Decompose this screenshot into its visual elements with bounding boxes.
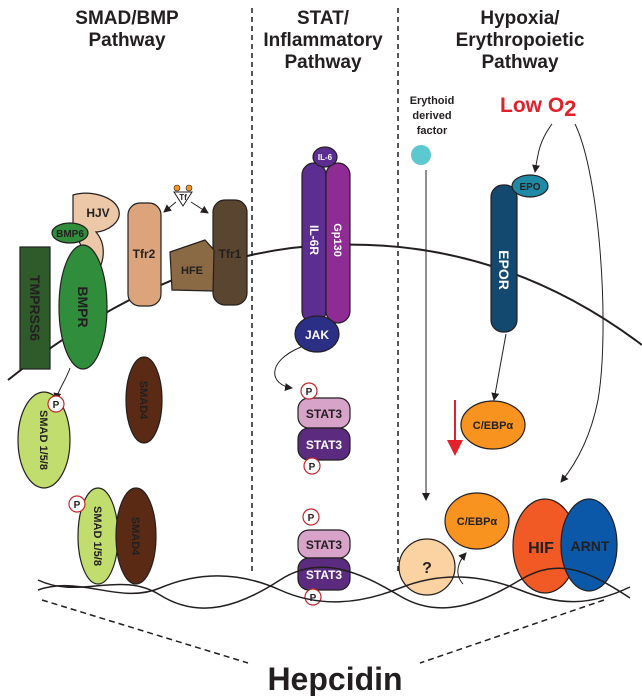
smad158-cytoplasmic-label: SMAD 1/5/8: [37, 410, 49, 470]
tfr2-receptor: [127, 202, 162, 307]
smad158-nuclear-phospho-badge: [68, 495, 86, 513]
stat3-cytoplasmic-phospho-bottom: [303, 457, 321, 475]
smad4-nuclear-label: SMAD4: [129, 517, 141, 556]
tf-to-tfr1-arrow: [190, 201, 209, 214]
stat-title-line3: Pathway: [284, 52, 362, 73]
stat-title-line1: STAT/: [297, 8, 350, 29]
bmpr-label: BMPR: [75, 286, 91, 327]
low-o2-to-epo-arrow: [532, 123, 553, 173]
dna-strand-2: [37, 566, 631, 609]
hif-label: HIF: [528, 540, 554, 557]
stat3-nuclear-bottom-label: STAT3: [306, 568, 343, 582]
smad158-nuclear-phospho-label: P: [74, 500, 81, 511]
low-o2-subscript: 2: [564, 96, 576, 121]
hfe-protein: [169, 239, 215, 292]
smad-title-line1: SMAD/BMP: [75, 8, 179, 29]
erythoid-factor-line2: derived: [412, 110, 451, 122]
unknown-factor-label: ?: [422, 560, 432, 577]
stat3-nuclear-top-label: STAT3: [306, 538, 343, 552]
stat3-cytoplasmic-bottom: [297, 427, 351, 461]
smad-title-line2: Pathway: [88, 30, 166, 51]
gp130-label: Gp130: [331, 223, 343, 257]
hjv-label: HJV: [86, 206, 109, 220]
hfe-label: HFE: [181, 265, 203, 277]
tf-iron-right: [185, 184, 193, 192]
hypoxia-title-line1: Hypoxia/: [480, 8, 560, 29]
epo-label: EPO: [519, 182, 540, 193]
erythoid-factor-line1: Erythoid: [410, 95, 455, 107]
cebpa-nuclear: [444, 492, 510, 550]
epor-to-cebpa-arrow: [491, 333, 507, 401]
jak-to-stat-arrow: [274, 346, 302, 392]
hypoxia-title-line2: Erythropoietic: [456, 30, 585, 51]
arnt-label: ARNT: [571, 538, 610, 554]
smad4-cytoplasmic-label: SMAD4: [137, 381, 149, 420]
il6-label: IL-6: [318, 153, 333, 162]
low-o2-label: Low O2: [500, 94, 576, 121]
stat3-nuclear-phospho-bottom-label: P: [310, 593, 317, 604]
stat-title-line2: Inflammatory: [263, 30, 383, 51]
tfr1-label: Tfr1: [219, 247, 242, 261]
hepcidin-label: Hepcidin: [267, 661, 402, 696]
smad158-phospho-label: P: [53, 400, 60, 411]
il6-ligand: [312, 146, 338, 168]
hepcidin-funnel-left: [41, 599, 249, 664]
hypoxia-title-line3: Pathway: [481, 52, 559, 73]
jak-kinase: [294, 315, 340, 353]
bmpr-receptor: [58, 244, 108, 370]
erythoid-factor-icon: [411, 145, 431, 165]
dna-to-cebpa-arrow: [457, 552, 467, 585]
jak-label: JAK: [305, 328, 329, 342]
tmprss6-label: TMPRSS6: [27, 275, 43, 341]
stat3-cytoplasmic-bottom-label: STAT3: [306, 438, 343, 452]
stat3-nuclear-phospho-top: [302, 508, 320, 526]
epo-ligand: [511, 174, 549, 198]
stat3-cytoplasmic-phospho-top: [300, 382, 318, 400]
tfr2-label: Tfr2: [133, 247, 156, 261]
tf-ligand: [173, 191, 193, 207]
hepcidin-funnel-right: [419, 599, 605, 664]
epor-label: EPOR: [496, 250, 512, 290]
smad158-phospho-badge: [47, 395, 65, 413]
bmpr-to-smad-arrow: [53, 367, 71, 401]
cebpa-cytoplasmic: [460, 400, 526, 450]
unknown-factor: [398, 538, 456, 596]
stat3-cytoplasmic-phospho-top-label: P: [306, 387, 313, 398]
epor-receptor: [490, 184, 518, 333]
smad4-nuclear: [115, 487, 157, 585]
tf-to-tfr2-arrow: [163, 201, 177, 213]
bmp6-ligand: [51, 222, 89, 244]
smad4-cytoplasmic: [125, 356, 163, 444]
low-o2-to-hif-arrow: [560, 123, 604, 483]
il6r-label: IL-6R: [307, 225, 321, 255]
stat3-nuclear-phospho-top-label: P: [308, 513, 315, 524]
cebpa-cytoplasmic-label: C/EBPα: [473, 420, 514, 432]
stat3-cytoplasmic-phospho-bottom-label: P: [309, 462, 316, 473]
cebpa-nuclear-label: C/EBPα: [457, 516, 498, 528]
bmp6-label: BMP6: [56, 229, 84, 240]
smad158-cytoplasmic: [17, 391, 71, 489]
stat3-cytoplasmic-top-label: STAT3: [306, 407, 343, 421]
stat3-nuclear-bottom: [297, 557, 351, 591]
smad158-nuclear-label: SMAD 1/5/8: [91, 506, 103, 566]
tf-iron-left: [173, 184, 181, 192]
erythoid-factor-line3: factor: [417, 125, 448, 137]
tmprss6-protein: [19, 246, 51, 370]
tf-label: Tf: [179, 193, 187, 202]
low-o2-text: Low O: [500, 94, 564, 117]
dna-strand-1: [37, 575, 631, 603]
gp130-receptor: [325, 162, 351, 324]
arnt-factor: [560, 498, 618, 592]
